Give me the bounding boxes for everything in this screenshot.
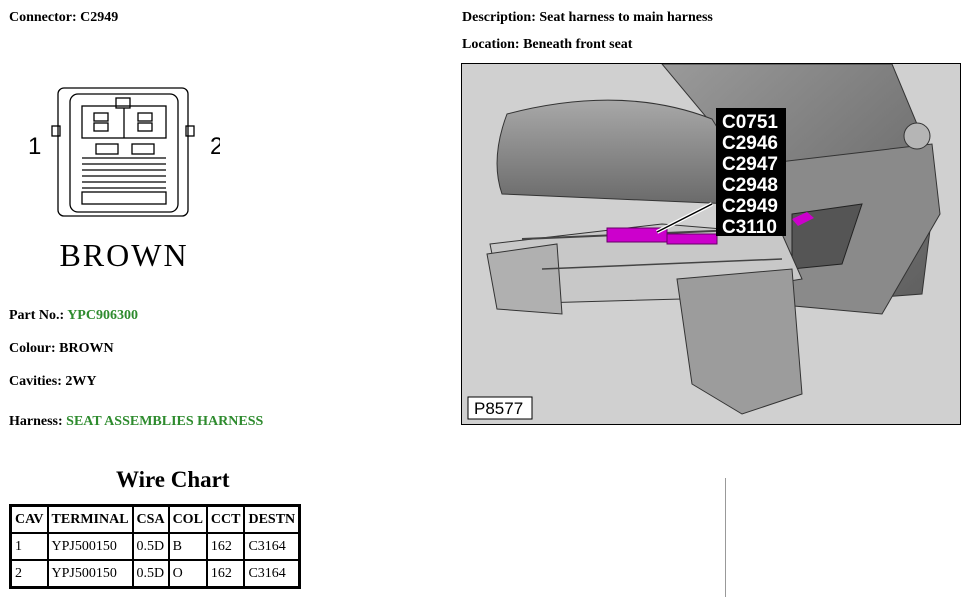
right-latch [185,125,195,137]
description-value: Seat harness to main harness [539,10,713,25]
rail-line [541,258,783,270]
harness-highlight-rear [792,212,814,226]
column-header: TERMINAL [46,504,134,534]
callout-pointer [656,203,713,233]
column-header: CCT [205,504,246,534]
table-cell: O [167,559,208,589]
wire-chart-title: Wire Chart [116,467,230,492]
column-header: CAV [9,504,49,534]
cavity-2-top [137,112,153,122]
connector-housing-inner [69,93,179,213]
callout-c2946: C2946 [722,133,778,154]
harness-line: Harness: SEAT ASSEMBLIES HARNESS [9,414,263,430]
callout-c2947: C2947 [722,154,778,175]
cavity-2-bottom [137,122,153,132]
table-cell: 162 [205,532,246,561]
table-cell: YPJ500150 [46,559,134,589]
harness-highlight [666,233,718,245]
description-label: Description: [462,10,536,25]
connector-line: Connector: C2949 [9,10,118,26]
table-cell: C3164 [243,532,301,561]
terminal-1 [95,143,119,155]
recline-knob [903,122,931,150]
table-cell: 1 [9,532,49,561]
seat-illustration: C0751 C2946 C2947 C2948 C2949 C3110 P857… [462,64,960,424]
figure-id: P8577 [474,399,523,418]
part-number-line: Part No.: YPC906300 [9,308,138,324]
seat-cushion [496,99,753,205]
column-divider [725,478,726,597]
cavity-1-bottom [93,122,109,132]
harness-label: Harness: [9,414,63,429]
table-cell: C3164 [243,559,301,589]
colour-label: Colour: [9,341,56,356]
pin-1-label: 1 [28,133,41,160]
connector-location-image: C0751 C2946 C2947 C2948 C2949 C3110 P857… [461,63,961,425]
location-label: Location: [462,37,520,52]
table-header-row: CAV TERMINAL CSA COL CCT DESTN [9,504,301,534]
colour-value: BROWN [59,341,114,356]
pin-2-label: 2 [210,133,220,160]
connector-face-drawing: 1 2 BROWN [28,87,220,273]
connector-color-label: BROWN [59,237,188,273]
colour-line: Colour: BROWN [9,341,114,357]
table-cell: 0.5D [131,532,170,561]
callout-c3110: C3110 [722,217,777,238]
table-cell: YPJ500150 [46,532,134,561]
top-key [115,97,131,109]
left-latch [51,125,61,137]
part-number-link[interactable]: YPC906300 [67,308,138,323]
bottom-lock [81,191,167,205]
callout-c2948: C2948 [722,175,778,196]
callout-box [716,108,786,236]
connector-housing-outline [57,87,189,217]
column-header: COL [167,504,208,534]
part-number-label: Part No.: [9,308,65,323]
cavity-1-top [93,112,109,122]
table-cell: 0.5D [131,559,170,589]
figure-id-box [467,396,533,420]
connector-label: Connector: [9,10,77,25]
wire-chart-table: CAV TERMINAL CSA COL CCT DESTN 1 YPJ5001… [9,504,302,589]
cavities-line: Cavities: 2WY [9,374,97,390]
rear-leg [676,268,803,415]
location-line: Location: Beneath front seat [462,37,632,53]
location-value: Beneath front seat [523,37,633,52]
connector-id: C2949 [80,10,119,25]
callout-c0751: C0751 [722,112,778,133]
cavities-value: 2WY [65,374,97,389]
harness-link[interactable]: SEAT ASSEMBLIES HARNESS [66,414,264,429]
table-cell: 162 [205,559,246,589]
description-line: Description: Seat harness to main harnes… [462,10,713,26]
table-cell: B [167,532,208,561]
table-cell: 2 [9,559,49,589]
terminal-2 [131,143,155,155]
table-row: 2 YPJ500150 0.5D O 162 C3164 [9,559,301,589]
cavities-label: Cavities: [9,374,62,389]
column-header: CSA [131,504,170,534]
front-bracket [486,243,563,315]
table-row: 1 YPJ500150 0.5D B 162 C3164 [9,532,301,561]
callout-c2949: C2949 [722,196,778,217]
column-header: DESTN [243,504,301,534]
